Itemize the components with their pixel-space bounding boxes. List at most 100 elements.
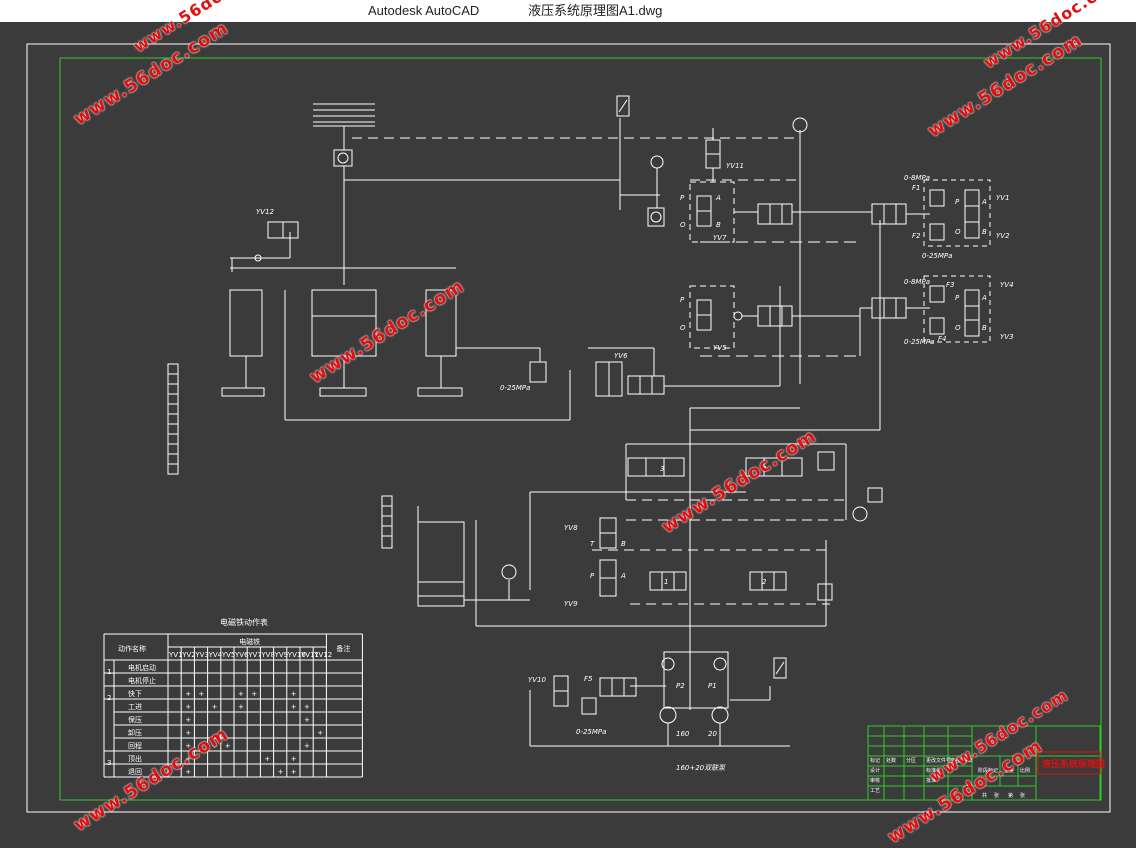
table-mark: + <box>185 703 191 711</box>
table-mark: + <box>185 716 191 724</box>
table-mark: + <box>264 755 270 763</box>
label-yv8: YV8 <box>564 524 578 532</box>
table-col-header: YV3 <box>194 651 209 659</box>
table-row-name: 顶出 <box>128 754 142 763</box>
label-b-r2: B <box>982 324 987 332</box>
oil-tank-symbol <box>313 103 375 127</box>
drawing-canvas[interactable]: YV11 YV12 YV7 YV5 YV6 YV1 YV2 YV4 YV3 YV… <box>0 22 1136 836</box>
table-col-header: YV12 <box>313 651 332 659</box>
table-mark: + <box>291 703 297 711</box>
table-col-header: YV1 <box>168 651 183 659</box>
tb-cell: 年月日 <box>958 757 973 764</box>
label-b-l: B <box>621 540 626 548</box>
table-row-name: 工进 <box>128 703 142 711</box>
label-o-top: O <box>680 221 686 229</box>
tb-cell: 重量 <box>1004 767 1014 774</box>
label-f1: F1 <box>912 184 920 192</box>
label-p-r2: P <box>955 294 960 302</box>
pressure-gauge-switch <box>616 95 630 117</box>
label-b-top: B <box>716 221 721 229</box>
scale-bar-middle <box>381 495 393 549</box>
tb-cell: 共 <box>982 792 987 799</box>
label-f4: F4 <box>938 335 946 343</box>
table-mark: + <box>212 703 218 711</box>
table-mark: + <box>238 690 244 698</box>
table-col-header: YV5 <box>221 651 236 659</box>
label-p-8mpa-2: 0-8MPa <box>904 278 930 286</box>
table-mark: + <box>185 755 191 763</box>
table-mark: + <box>291 755 297 763</box>
scale-bar-left <box>167 363 179 475</box>
label-n3: 3 <box>660 465 664 473</box>
valve-yv1-yv2 <box>964 189 980 239</box>
ejector-cylinder <box>417 521 465 607</box>
table-row-name: 回程 <box>128 741 142 750</box>
tb-cell: 工艺 <box>870 788 880 794</box>
tb-cell: 第 <box>1008 792 1013 799</box>
table-row-name: 电机停止 <box>128 676 156 685</box>
table-mark: + <box>304 742 310 750</box>
table-row-name: 卸压 <box>128 728 142 737</box>
label-p-25mpa-4: 0-25MPa <box>576 728 606 736</box>
label-n4: 4 <box>762 465 766 473</box>
label-p-top: P <box>680 194 685 202</box>
table-header-action: 动作名称 <box>118 644 146 653</box>
tb-cell: 更改文件号 <box>926 757 951 764</box>
table-col-header: YV11 <box>300 651 319 659</box>
table-col-header: YV2 <box>181 651 196 659</box>
tb-cell: 阶段标记 <box>978 767 998 774</box>
label-p2: P2 <box>676 682 685 690</box>
table-mark: + <box>291 690 297 698</box>
tb-cell: 批准 <box>926 777 936 784</box>
table-mark: + <box>185 729 191 737</box>
table-mark: + <box>317 729 323 737</box>
label-a-r1: A <box>981 198 987 206</box>
label-yv3: YV3 <box>1000 333 1014 341</box>
table-mark: + <box>185 690 191 698</box>
label-160: 160 <box>676 730 690 738</box>
document-name: 液压系统原理图A1.dwg <box>528 3 663 18</box>
label-a-l: A <box>620 572 626 580</box>
label-p-l: P <box>590 572 595 580</box>
table-mark: + <box>185 742 191 750</box>
label-n2: 2 <box>762 578 767 586</box>
label-yv1: YV1 <box>996 194 1010 202</box>
label-p-25mpa-3: 0-25MPa <box>500 384 530 392</box>
label-o-mid: O <box>680 324 686 332</box>
label-f2: F2 <box>912 232 921 240</box>
tb-cell: 分区 <box>906 757 916 764</box>
valve-yv3-yv4 <box>964 289 980 337</box>
table-col-header: YV4 <box>208 651 223 659</box>
table-mark: + <box>304 716 310 724</box>
table-header-group: 电磁铁 <box>239 637 260 646</box>
label-f5: F5 <box>584 675 593 683</box>
label-p-mid: P <box>680 296 685 304</box>
tb-cell: 张 <box>994 792 999 799</box>
table-header-note: 备注 <box>336 644 350 653</box>
tb-cell: 审核 <box>870 777 880 784</box>
inner-frame <box>59 57 1102 801</box>
table-row-number: 3 <box>107 759 111 767</box>
table-col-header: YV6 <box>234 651 249 659</box>
table-row-name: 电机启动 <box>128 663 156 672</box>
table-mark: + <box>251 690 257 698</box>
table-mark: + <box>185 768 191 776</box>
label-f3: F3 <box>946 281 954 289</box>
outer-frame <box>26 43 1111 813</box>
drawing-name-box <box>1037 751 1101 775</box>
label-yv9: YV9 <box>564 600 578 608</box>
label-pump-caption: 160+20双联泵 <box>676 764 726 772</box>
app-name: Autodesk AutoCAD <box>368 3 480 18</box>
label-yv4: YV4 <box>1000 281 1014 289</box>
label-o-r2: O <box>955 324 961 332</box>
table-col-header: YV8 <box>260 651 275 659</box>
label-yv6: YV6 <box>614 352 628 360</box>
label-n1: 1 <box>664 578 668 586</box>
table-row-number: 1 <box>107 668 111 676</box>
tb-cell: 比例 <box>1020 767 1030 774</box>
tb-cell: 标准化 <box>926 767 941 774</box>
label-p-25mpa-1: 0-25MPa <box>922 252 952 260</box>
label-yv7: YV7 <box>713 234 727 242</box>
table-mark: + <box>225 742 231 750</box>
